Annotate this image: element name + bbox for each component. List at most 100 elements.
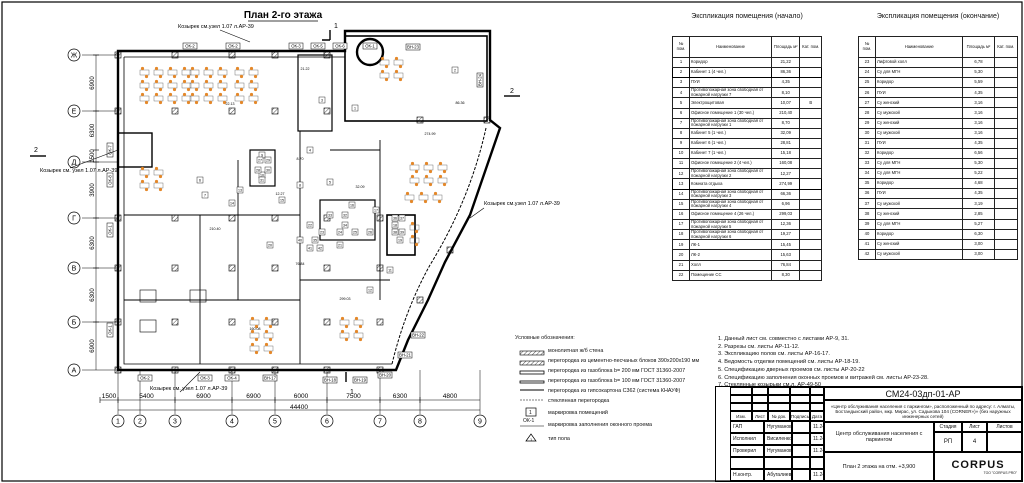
chair [239,74,244,79]
dim-bottom: 4800 [443,393,458,400]
chair [254,337,259,342]
room-tag-number: 11 [388,268,392,272]
table-cell: Электрощитовая [689,97,772,109]
column [114,366,122,374]
column [171,214,179,222]
table-cell: 37 [858,198,876,210]
table-cell [799,158,822,170]
table-cell [993,178,1019,190]
table-cell: 6,56 [962,147,995,159]
chair [250,329,255,334]
column [376,214,384,222]
table-cell: 3,19 [962,198,995,210]
table-cell: 3,00 [962,248,995,260]
axis-label-v: 4 [230,419,234,426]
stamp-header-cell: Дата [810,411,824,421]
column [376,318,384,326]
dim-bottom: 7500 [346,393,361,400]
room-tag [386,266,394,274]
stamp-role: Н.контр. [730,469,764,481]
chair [437,199,442,204]
desk [409,237,420,244]
window-tag: ОК-6 [332,42,348,50]
chair [438,174,443,179]
table-header: Наименование [874,36,964,58]
table-cell: 299,03 [770,208,801,220]
window-tag: ОК-2 [137,374,153,382]
chair [158,100,163,105]
room-tag [201,191,209,199]
room-tag [258,176,266,184]
window-tag-label: ОК-3 [200,376,210,381]
table2-title: Экспликация помещения (окончание) [876,13,1000,20]
table-cell: 21 [672,259,690,271]
stamp-signature [792,445,810,457]
desk [423,177,434,184]
table-cell: 8 [672,127,690,139]
table-header: Наименование [689,36,772,58]
table-header: № пом. [858,36,876,58]
chair [250,316,255,321]
room-tag [398,228,406,236]
desk [189,69,200,76]
room-area: 22.13 [226,102,235,106]
table-cell: 3 [672,77,690,89]
table-cell: 24 [858,67,876,79]
toilet-block-center [319,199,376,241]
table-cell: Помещение СС [689,269,772,281]
legend-item: тип пола [548,436,570,442]
room-tag-number: 16 [350,203,354,207]
desk [353,319,364,326]
toilet-block-west [249,149,276,187]
window-tag-label: ВН-22 [412,333,425,338]
room-area: 274.99 [425,132,436,136]
axis-bubble-h [67,155,81,169]
desk [409,224,420,231]
column [446,246,454,254]
desk [248,69,259,76]
axis-bubble-v [111,414,125,428]
room-tag-number: 9 [261,153,263,157]
desk [404,194,415,201]
table-cell [799,117,822,129]
stamp-signature [792,469,810,481]
plan-title: План 2-го этажа [244,10,323,21]
desk [248,95,259,102]
chair [354,316,359,321]
axis-bubble-h [67,104,81,118]
chair [154,79,159,84]
desk [217,69,228,76]
table-cell: 10,07 [770,97,801,109]
stamp-name: Нугуманова [764,445,792,457]
chair [144,100,149,105]
legend-item: перегородка из газоблока b= 100 мм ГОСТ … [548,378,686,384]
desk [189,82,200,89]
stamp-date: 11.24 [810,469,824,481]
table-cell: Су женский [874,208,964,220]
legend-item: монолитная ж/б стена [548,348,604,354]
table-cell: Кабинет 7 (1 чел.) [689,148,772,160]
legend-title: Условные обозначения: [515,335,575,341]
window-tag: ОК-3 [288,42,304,50]
desk [139,82,150,89]
table-cell: ПУИ [874,188,964,200]
chair [414,182,419,187]
chair [158,174,163,179]
stamp-signature [792,433,810,445]
chair [394,56,399,61]
window-tag: ОК-8 [106,172,114,188]
table-cell: 23 [858,56,876,69]
chair [140,66,145,71]
desk [437,177,448,184]
room-tag-number: 31 [260,178,264,182]
axis-bubble-v [268,414,282,428]
window-tag-label: ОК-6 [335,44,345,49]
table-cell: Су мужской [874,127,964,139]
chair [218,92,223,97]
table-cell: 9 [672,137,690,150]
